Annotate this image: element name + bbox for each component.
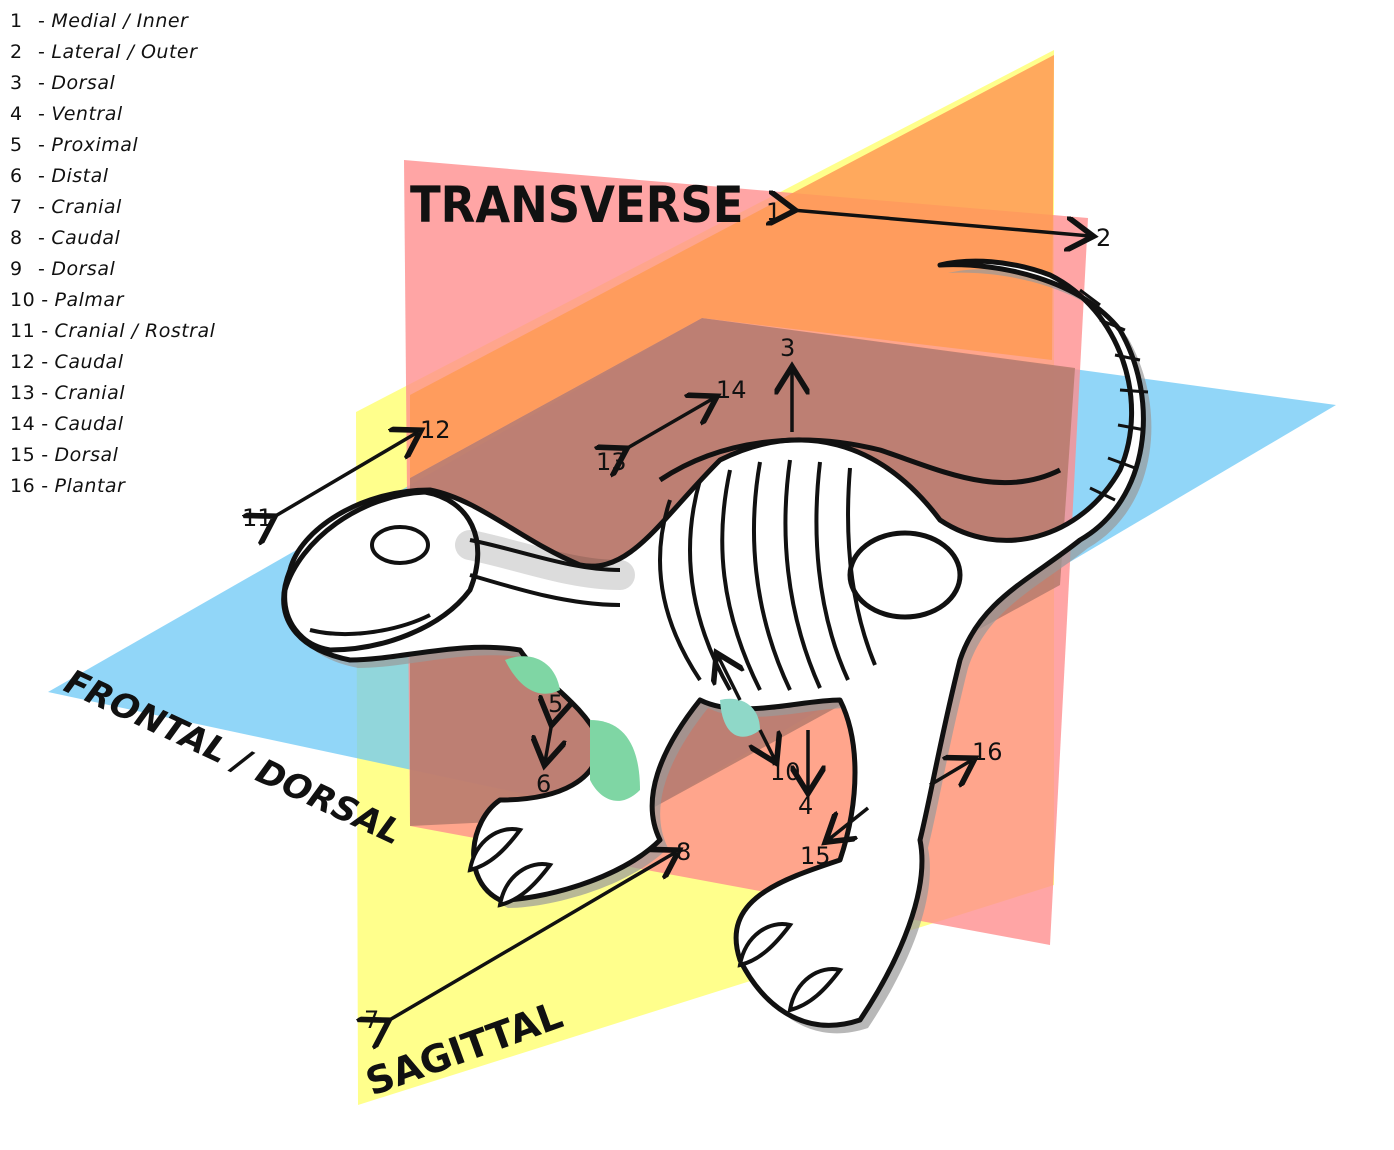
legend-item: 7-Cranial (10, 192, 260, 223)
legend-number: 11 (10, 320, 36, 342)
arrow-label-12: 12 (420, 416, 451, 444)
legend-item: 9-Dorsal (10, 254, 260, 285)
legend-item: 8-Caudal (10, 223, 260, 254)
legend-item: 16-Plantar (10, 471, 260, 502)
legend-term: Dorsal (51, 72, 116, 94)
legend-item: 4-Ventral (10, 99, 260, 130)
legend-item: 15-Dorsal (10, 440, 260, 471)
legend-number: 2 (10, 41, 23, 63)
legend-term: Cranial (51, 196, 122, 218)
legend-number: 7 (10, 196, 23, 218)
arrow-label-10: 10 (770, 758, 801, 786)
direction-arrows (272, 210, 1090, 1022)
transverse-plane-label: TRANSVERSE (410, 177, 743, 235)
legend-dash: - (38, 72, 46, 94)
legend-number: 16 (10, 475, 36, 497)
legend-item: 1-Medial / Inner (10, 6, 260, 37)
arrow-label-5: 5 (548, 690, 563, 718)
legend-term: Dorsal (51, 258, 116, 280)
legend-term: Medial / Inner (51, 10, 189, 32)
legend-number: 1 (10, 10, 23, 32)
legend-number: 12 (10, 351, 36, 373)
arrow-15 (828, 806, 870, 840)
legend-number: 6 (10, 165, 23, 187)
legend-dash: - (41, 444, 49, 466)
arrow-10 (760, 729, 775, 760)
arrow-label-11: 11 (242, 504, 273, 532)
arrow-label-13: 13 (596, 448, 627, 476)
arrow-label-16: 16 (972, 738, 1003, 766)
arrow-13-14 (624, 398, 714, 450)
legend-term: Palmar (54, 289, 124, 311)
legend-dash: - (38, 41, 46, 63)
arrow-label-7: 7 (364, 1006, 379, 1034)
arrow-label-2: 2 (1096, 224, 1111, 252)
legend-number: 13 (10, 382, 36, 404)
arrow-label-1: 1 (766, 198, 781, 226)
legend-item: 10-Palmar (10, 285, 260, 316)
arrow-7-8 (386, 852, 676, 1022)
legend-dash: - (41, 320, 49, 342)
arrow-label-14: 14 (716, 376, 747, 404)
legend-dash: - (41, 289, 49, 311)
legend-term: Caudal (51, 227, 121, 249)
legend-dash: - (38, 196, 46, 218)
legend-dash: - (38, 227, 46, 249)
legend-dash: - (38, 134, 46, 156)
legend-number: 9 (10, 258, 23, 280)
legend-item: 5-Proximal (10, 130, 260, 161)
arrow-9 (718, 656, 740, 701)
legend-term: Caudal (54, 413, 124, 435)
legend-dash: - (38, 10, 46, 32)
legend-term: Proximal (51, 134, 139, 156)
legend-item: 13-Cranial (10, 378, 260, 409)
legend-number: 10 (10, 289, 36, 311)
legend-term: Caudal (54, 351, 124, 373)
legend-term: Cranial (54, 382, 126, 404)
legend-item: 14-Caudal (10, 409, 260, 440)
arrow-5-6 (545, 722, 552, 762)
legend-dash: - (41, 475, 49, 497)
legend-term: Plantar (54, 475, 126, 497)
legend-dash: - (38, 165, 46, 187)
legend-number: 14 (10, 413, 36, 435)
legend-term: Dorsal (54, 444, 119, 466)
legend-item: 11-Cranial / Rostral (10, 316, 260, 347)
arrow-label-6: 6 (536, 770, 551, 798)
legend-term: Distal (51, 165, 109, 187)
legend-dash: - (41, 413, 49, 435)
arrow-1-2 (792, 210, 1090, 236)
arrow-label-3: 3 (780, 334, 795, 362)
legend-item: 3-Dorsal (10, 68, 260, 99)
legend-term: Ventral (51, 103, 123, 125)
legend-item: 2-Lateral / Outer (10, 37, 260, 68)
legend-number: 3 (10, 72, 23, 94)
legend-term: Cranial / Rostral (54, 320, 216, 342)
plane-overlap-orange (410, 55, 1054, 478)
legend-dash: - (41, 382, 49, 404)
legend-number: 8 (10, 227, 23, 249)
legend-dash: - (41, 351, 49, 373)
arrow-11-12 (272, 432, 418, 518)
arrow-16 (929, 760, 972, 785)
legend-term: Lateral / Outer (51, 41, 198, 63)
legend-number: 5 (10, 134, 23, 156)
arrow-labels: 1 2 3 4 5 6 7 8 10 11 12 13 14 15 16 (242, 198, 1111, 1034)
arrow-label-4: 4 (798, 792, 813, 820)
legend-item: 6-Distal (10, 161, 260, 192)
legend-dash: - (38, 258, 46, 280)
legend-dash: - (38, 103, 46, 125)
legend-number: 15 (10, 444, 36, 466)
legend-item: 12-Caudal (10, 347, 260, 378)
legend-number: 4 (10, 103, 23, 125)
arrow-label-15: 15 (800, 842, 831, 870)
arrow-label-8: 8 (676, 838, 691, 866)
